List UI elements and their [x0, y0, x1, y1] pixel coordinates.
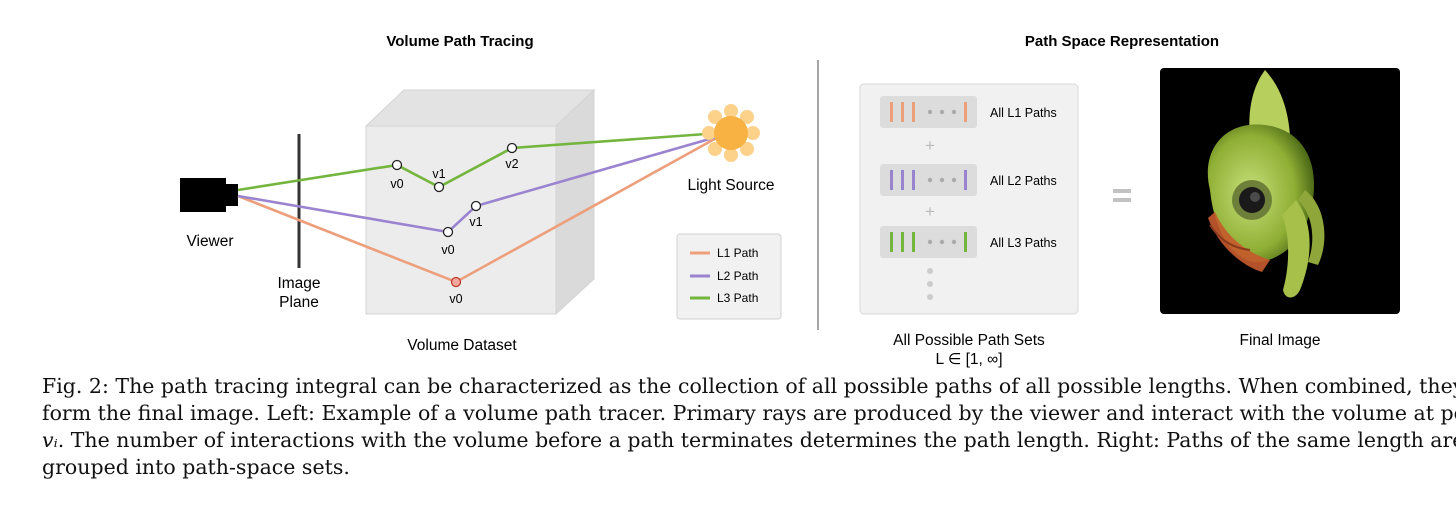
equals-icon	[1113, 189, 1131, 202]
figure-diagram: Volume Path Tracing Path Space Represent…	[0, 0, 1456, 372]
caption-variable-vi: vᵢ	[42, 428, 58, 452]
caption-line-3-text: . The number of interactions with the vo…	[58, 428, 1456, 452]
volume-cube	[366, 90, 594, 314]
l3-path-set-label: All L3 Paths	[990, 236, 1057, 250]
l2-vertex-v0	[444, 228, 453, 237]
volume-label: Volume Dataset	[407, 337, 517, 354]
final-image	[1160, 68, 1400, 314]
image-plane-label-2: Plane	[279, 294, 319, 311]
l2-vertex-v0-label: v0	[441, 243, 454, 257]
l2-path-set-label: All L2 Paths	[990, 174, 1057, 188]
l2-vertex-v1-label: v1	[469, 215, 482, 229]
vertical-ellipsis-icon	[927, 268, 933, 300]
legend-l3-label: L3 Path	[717, 291, 758, 305]
sets-label-line2: L ∈ [1, ∞]	[935, 351, 1002, 368]
sets-label-line1: All Possible Path Sets	[893, 332, 1045, 349]
caption-line-3: vᵢ. The number of interactions with the …	[42, 427, 1456, 454]
left-panel-title: Volume Path Tracing	[386, 33, 533, 50]
final-image-label: Final Image	[1240, 332, 1321, 349]
l3-vertex-v2-label: v2	[505, 157, 518, 171]
l3-vertex-v0-label: v0	[390, 177, 403, 191]
caption-line-4: grouped into path-space sets.	[42, 454, 1456, 481]
camera-icon	[180, 178, 238, 212]
l3-path-set	[880, 226, 977, 258]
l2-path-set	[880, 164, 977, 196]
image-plane-label-1: Image	[277, 275, 320, 292]
plus-icon-2: +	[925, 202, 935, 221]
legend-l1-label: L1 Path	[717, 246, 758, 260]
path-legend: L1 Path L2 Path L3 Path	[677, 234, 781, 319]
caption-line-2: form the final image. Left: Example of a…	[42, 400, 1456, 427]
l3-vertex-v1	[435, 183, 444, 192]
l3-vertex-v1-label: v1	[432, 167, 445, 181]
l2-vertex-v1	[472, 202, 481, 211]
l1-path-set	[880, 96, 977, 128]
l1-vertex-v0	[452, 278, 461, 287]
legend-l2-label: L2 Path	[717, 269, 758, 283]
light-source-label: Light Source	[687, 177, 774, 194]
viewer-label: Viewer	[186, 233, 233, 250]
plus-icon-1: +	[925, 136, 935, 155]
figure-caption: Fig. 2: The path tracing integral can be…	[42, 373, 1456, 481]
l1-vertex-v0-label: v0	[449, 292, 462, 306]
l3-vertex-v2	[508, 144, 517, 153]
l3-vertex-v0	[393, 161, 402, 170]
light-source-icon	[702, 104, 760, 162]
right-panel-title: Path Space Representation	[1025, 33, 1219, 50]
caption-line-1: Fig. 2: The path tracing integral can be…	[42, 373, 1456, 400]
l1-path-set-label: All L1 Paths	[990, 106, 1057, 120]
